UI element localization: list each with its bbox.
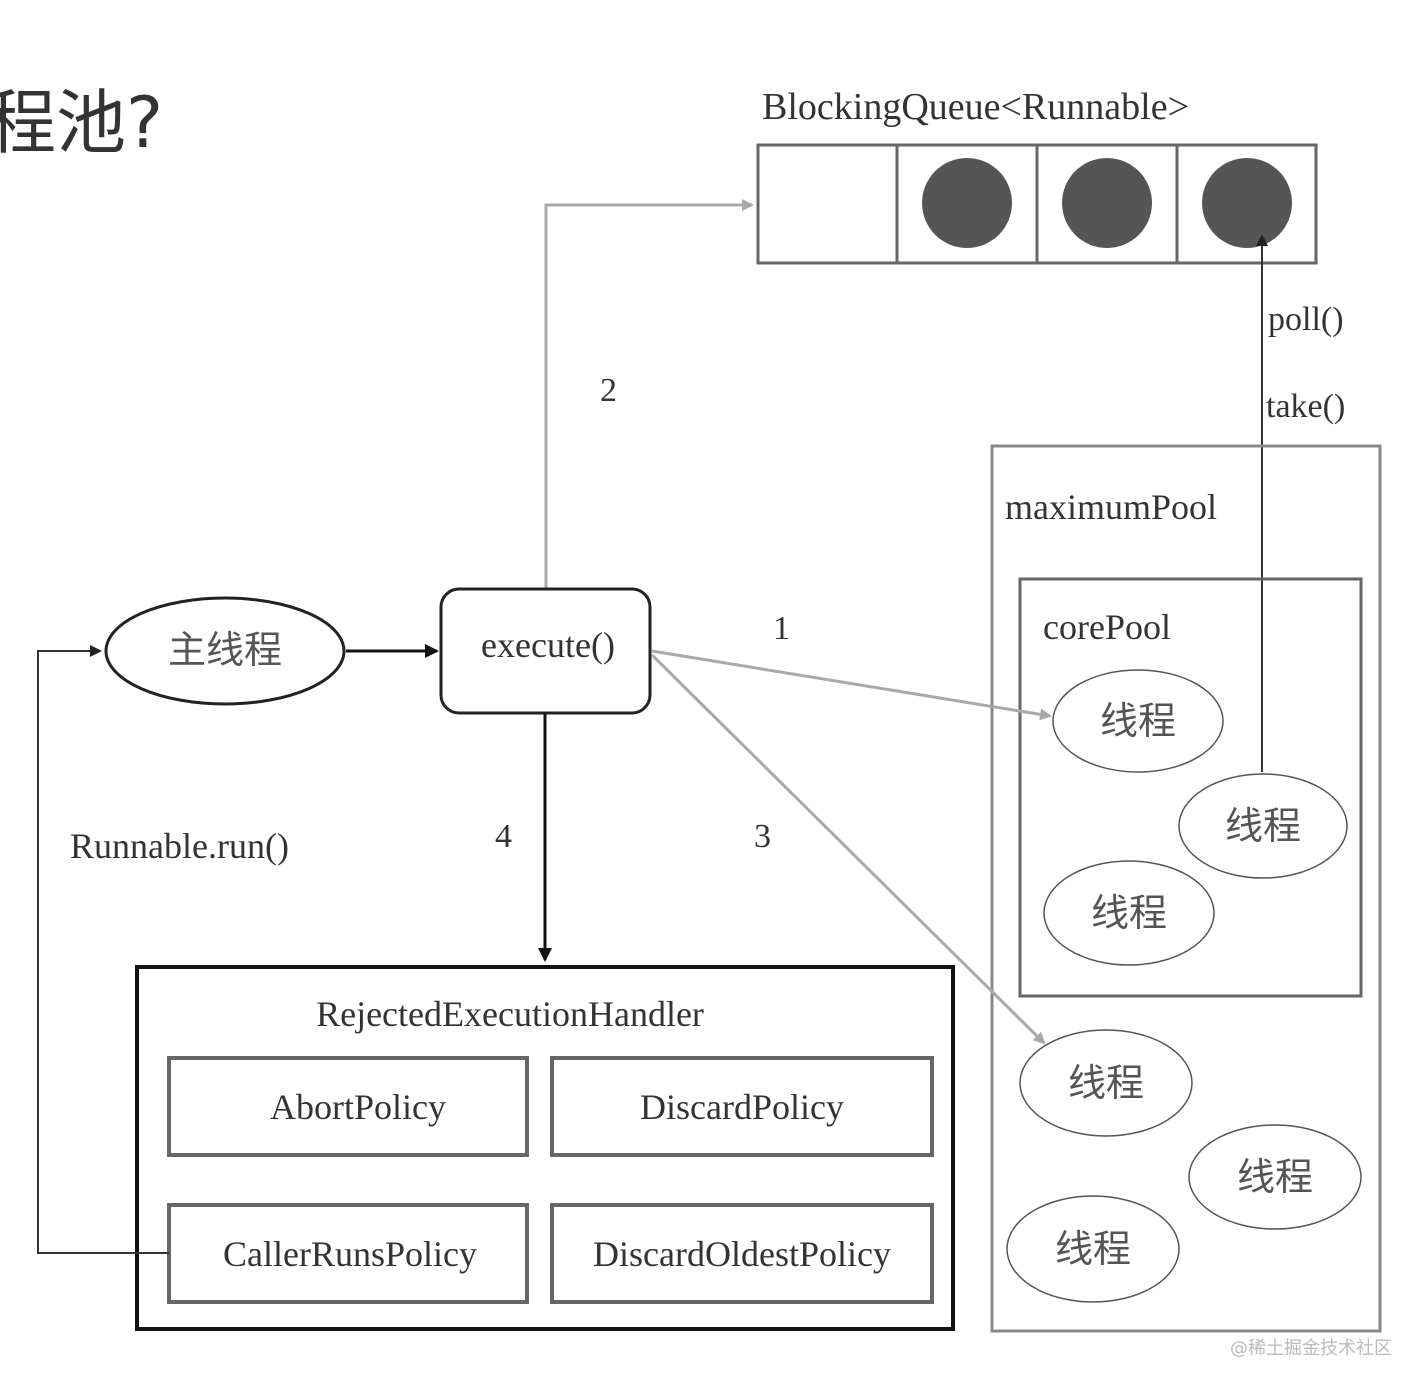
queued-task-3 [1202, 158, 1292, 248]
queued-task-1 [922, 158, 1012, 248]
core-thread-3-label: 线程 [1090, 891, 1168, 935]
extra-thread-3-label: 线程 [1054, 1227, 1132, 1271]
arrow-caller-runs-callback [37, 645, 169, 1254]
extra-thread-2 [1188, 1124, 1362, 1230]
core-thread-2-label: 线程 [1224, 804, 1302, 848]
main-thread-node [104, 596, 346, 706]
execute-node [439, 587, 652, 715]
maximum-pool-label: maximumPool [1005, 487, 1218, 527]
step-two-label: 2 [600, 372, 617, 409]
step-four-label: 4 [495, 818, 512, 855]
queue-label: BlockingQueue<Runnable> [762, 86, 1189, 128]
blocking-queue [756, 143, 1318, 265]
arrow-to-max-pool [650, 653, 1046, 1045]
page-title-fragment: 程池? [0, 82, 164, 164]
core-thread-2 [1178, 773, 1348, 879]
step-three-label: 3 [754, 818, 771, 855]
poll-label: poll() [1268, 301, 1344, 338]
queued-task-2 [1062, 158, 1152, 248]
arrow-to-core-pool [651, 649, 1052, 721]
discard-policy-box [550, 1056, 934, 1157]
take-label: take() [1266, 388, 1346, 425]
runnable-run-label: Runnable.run() [70, 826, 289, 866]
maximum-pool-box [990, 444, 1382, 1333]
discard-oldest-policy-box [550, 1203, 934, 1304]
core-thread-3 [1043, 860, 1215, 966]
step-one-label: 1 [773, 610, 790, 647]
abort-policy-box [167, 1056, 529, 1157]
extra-thread-3 [1006, 1195, 1180, 1303]
discard-policy-label: DiscardPolicy [640, 1087, 844, 1127]
abort-policy-label: AbortPolicy [270, 1087, 446, 1127]
watermark: @稀土掘金技术社区 [1230, 1338, 1392, 1359]
arrow-to-queue [544, 199, 754, 588]
execute-label: execute() [481, 625, 615, 665]
extra-thread-1 [1019, 1029, 1193, 1137]
core-pool-box [1018, 577, 1363, 998]
core-thread-1-label: 线程 [1099, 699, 1177, 743]
rejected-handler-box [135, 965, 955, 1331]
caller-runs-policy-label: CallerRunsPolicy [223, 1234, 477, 1274]
core-pool-label: corePool [1043, 607, 1171, 647]
rejected-handler-title: RejectedExecutionHandler [316, 994, 704, 1034]
extra-thread-1-label: 线程 [1067, 1061, 1145, 1105]
discard-oldest-policy-label: DiscardOldestPolicy [593, 1234, 891, 1274]
core-thread-1 [1052, 669, 1224, 773]
main-thread-label: 主线程 [167, 628, 283, 672]
extra-thread-2-label: 线程 [1236, 1155, 1314, 1199]
thread-ellipses [1006, 669, 1362, 1303]
